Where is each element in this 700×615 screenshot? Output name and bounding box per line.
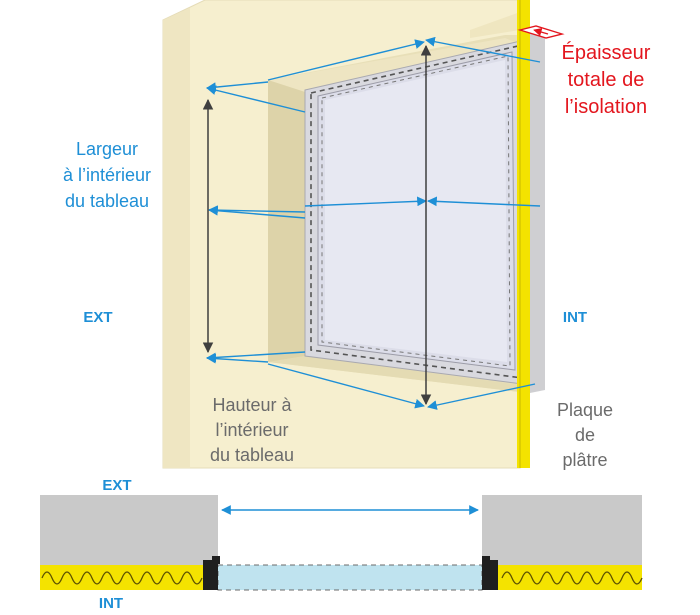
label-largeur: Largeur à l’intérieur du tableau <box>32 136 182 214</box>
label-largeur-line-3: du tableau <box>64 191 150 211</box>
label-epaisseur-line-3: l’isolation <box>564 96 648 118</box>
plasterboard-edge <box>517 0 545 468</box>
dimension-arrows <box>206 36 541 410</box>
insulation-wave-right <box>501 571 643 585</box>
label-epaisseur-line-1: Épaisseur <box>561 42 651 64</box>
label-plaque-line-2: de <box>574 425 596 445</box>
cross-section <box>40 495 643 591</box>
label-int-bottom: INT <box>98 595 124 612</box>
label-plaque-line-3: plâtre <box>562 450 608 470</box>
label-plaque: Plaque de plâtre <box>540 398 630 473</box>
label-largeur-line-2: à l’intérieur <box>62 165 152 185</box>
label-ext-top: EXT <box>83 309 113 326</box>
label-int-top: INT <box>562 309 588 326</box>
insulation-wave-left <box>41 571 203 585</box>
label-ext-bottom: EXT <box>102 477 132 494</box>
height-arrows <box>202 44 432 406</box>
label-hauteur: Hauteur à l’intérieur du tableau <box>184 393 320 468</box>
insulation-thickness-marker <box>517 25 565 39</box>
label-hauteur-line-2: l’intérieur <box>215 420 289 440</box>
label-largeur-line-1: Largeur <box>75 139 139 159</box>
window-frame <box>304 39 531 386</box>
label-epaisseur: Épaisseur totale de l’isolation <box>548 40 664 121</box>
label-hauteur-line-3: du tableau <box>209 445 295 465</box>
label-plaque-line-1: Plaque <box>556 400 614 420</box>
label-epaisseur-line-2: totale de <box>567 69 645 91</box>
label-hauteur-line-1: Hauteur à <box>212 395 292 415</box>
